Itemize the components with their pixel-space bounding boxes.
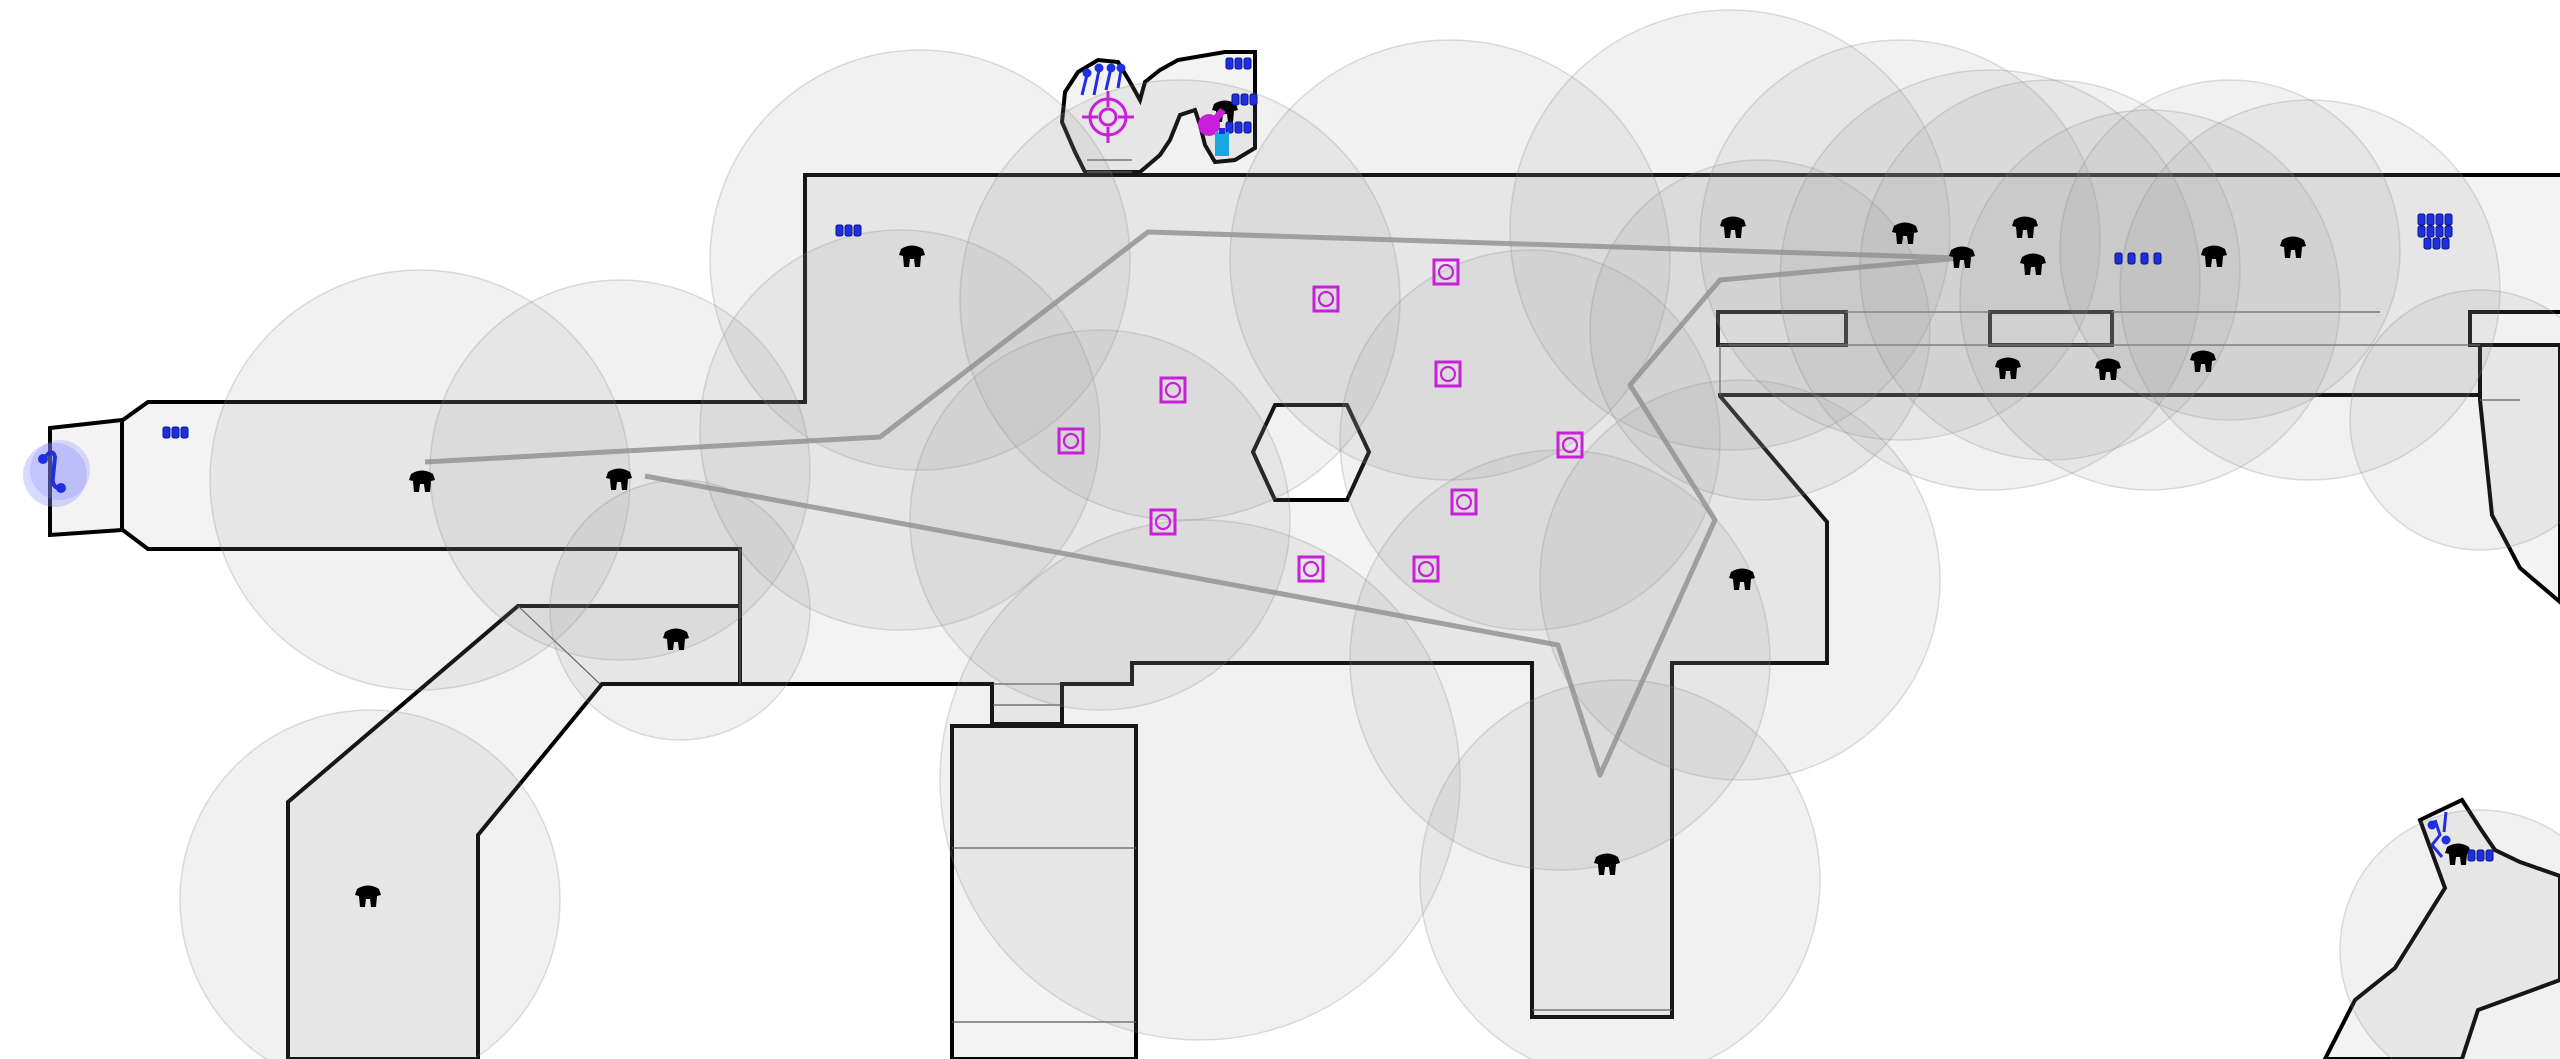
key-icon[interactable] — [2427, 811, 2451, 858]
crosshair-target-icon[interactable] — [1082, 91, 1134, 143]
ammo-pickup-icon[interactable] — [1225, 57, 1252, 70]
supply-crate[interactable] — [1159, 376, 1187, 404]
ammo-pickup-icon[interactable] — [162, 426, 189, 439]
entrance-nook — [48, 417, 124, 538]
ammo-pickup-icon[interactable] — [2417, 213, 2453, 250]
supply-crate[interactable] — [1057, 427, 1085, 455]
supply-crate[interactable] — [1432, 258, 1460, 286]
patrol-route-west — [424, 229, 1963, 778]
player-icon[interactable] — [23, 443, 87, 507]
ammo-pickup-icon[interactable] — [2467, 849, 2494, 862]
supply-crate[interactable] — [1434, 360, 1462, 388]
ammo-pickup-icon[interactable] — [2114, 252, 2162, 265]
key-icon[interactable] — [1080, 63, 1126, 96]
objective-marker — [1198, 108, 1229, 156]
bottom-right-room — [2322, 797, 2560, 1059]
main-hall — [118, 173, 2560, 1019]
ammo-pickups — [162, 57, 2494, 862]
supply-crate[interactable] — [1149, 508, 1177, 536]
objective-room — [1059, 50, 1257, 174]
hex-pillar — [1250, 403, 1372, 502]
supply-crate[interactable] — [1556, 431, 1584, 459]
supply-crate[interactable] — [1297, 555, 1325, 583]
patrol-routes — [424, 229, 1963, 778]
crates — [1057, 258, 1584, 583]
supply-crate[interactable] — [1450, 488, 1478, 516]
supply-crate[interactable] — [1412, 555, 1440, 583]
vision-cones — [30, 9, 2560, 1059]
ammo-pickup-icon[interactable] — [1231, 93, 1258, 106]
central-lower-corridor — [950, 724, 1138, 1059]
ammo-pickup-icon[interactable] — [1225, 121, 1252, 134]
door-lines — [517, 159, 2520, 1023]
supply-crate[interactable] — [1312, 285, 1340, 313]
ammo-pickup-icon[interactable] — [835, 224, 862, 237]
